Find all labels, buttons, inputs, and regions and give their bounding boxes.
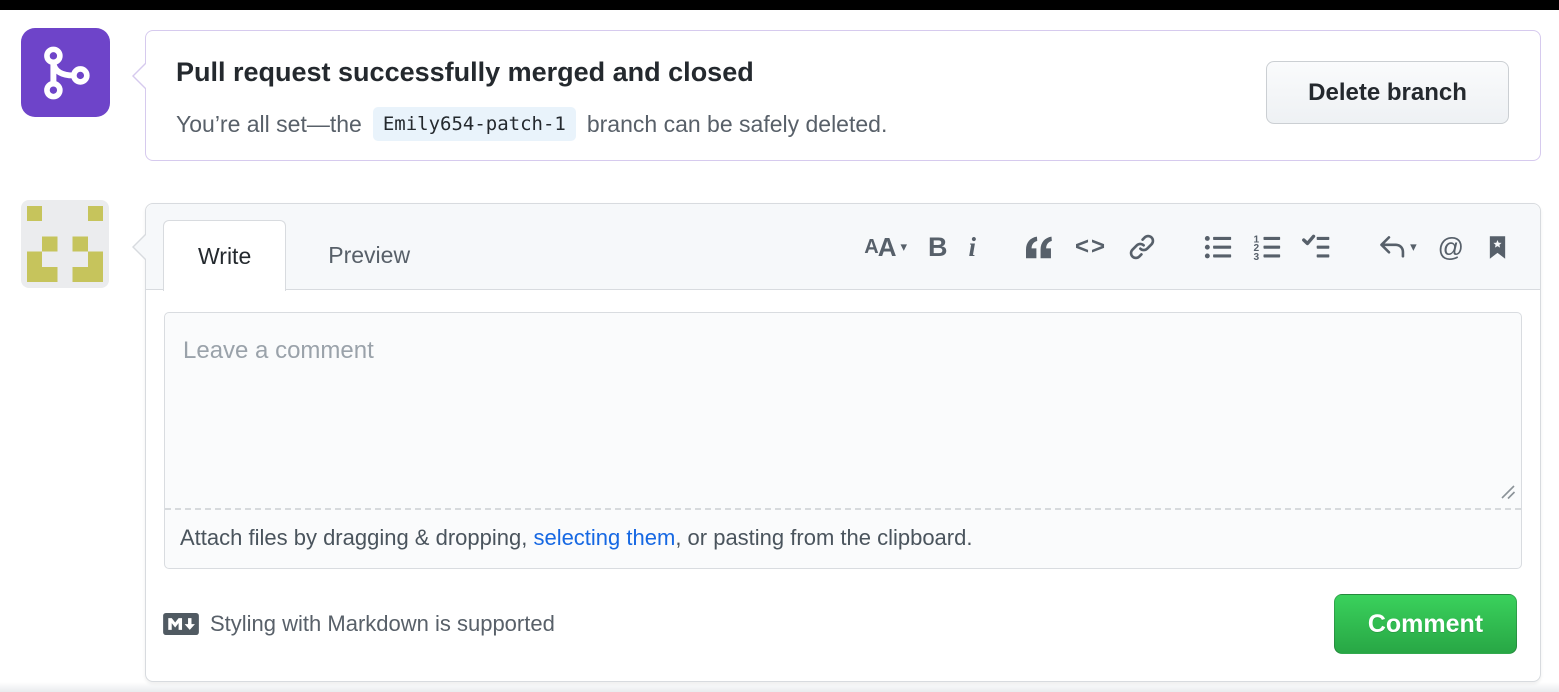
ordered-list-icon: 1 2 3 <box>1254 234 1281 261</box>
comment-input-box: Leave a comment Attach files by dragging… <box>164 312 1522 569</box>
comment-form-caret <box>132 233 146 261</box>
toolbar-group-lists: 1 2 3 <box>1204 229 1330 265</box>
svg-text:2: 2 <box>1254 243 1260 254</box>
task-list-button[interactable] <box>1302 229 1330 265</box>
attach-text-before: Attach files by dragging & dropping, <box>180 525 534 550</box>
banner-title: Pull request successfully merged and clo… <box>176 57 754 87</box>
page-bottom-fade <box>0 682 1559 692</box>
markdown-icon <box>163 613 199 635</box>
attach-files-bar: Attach files by dragging & dropping, sel… <box>165 508 1521 566</box>
quote-button[interactable] <box>1024 229 1054 265</box>
attach-text-after: , or pasting from the clipboard. <box>675 525 973 550</box>
delete-branch-button[interactable]: Delete branch <box>1266 61 1509 124</box>
ordered-list-button[interactable]: 1 2 3 <box>1253 229 1281 265</box>
cross-reference-button[interactable] <box>1485 229 1510 265</box>
toolbar-group-extras: ▾ @ <box>1378 229 1510 265</box>
editor-tabs: Write Preview <box>163 220 452 291</box>
resize-grip-icon <box>1501 485 1516 500</box>
tab-write[interactable]: Write <box>163 220 287 291</box>
comment-form-footer: Styling with Markdown is supported Comme… <box>146 567 1540 681</box>
chevron-down-icon: ▾ <box>900 239 908 254</box>
task-list-icon <box>1302 234 1330 258</box>
chevron-down-icon: ▾ <box>1410 239 1417 254</box>
svg-text:3: 3 <box>1254 252 1260 261</box>
unordered-list-icon <box>1204 235 1232 259</box>
git-merge-icon <box>21 28 110 117</box>
italic-button[interactable]: i <box>969 229 977 265</box>
comment-form-body: Leave a comment Attach files by dragging… <box>146 290 1540 569</box>
banner-subtitle: You’re all set—the Emily654-patch-1 bran… <box>176 107 887 141</box>
branch-name-chip: Emily654-patch-1 <box>372 107 576 141</box>
unordered-list-button[interactable] <box>1204 229 1232 265</box>
toolbar-group-insert: <> <box>1024 229 1156 265</box>
tab-preview[interactable]: Preview <box>328 242 411 268</box>
select-files-link[interactable]: selecting them <box>533 525 676 550</box>
link-icon <box>1129 234 1155 260</box>
mention-button[interactable]: @ <box>1438 229 1464 265</box>
markdown-supported-note[interactable]: Styling with Markdown is supported <box>163 611 555 637</box>
svg-text:1: 1 <box>1254 234 1260 245</box>
text-size-icon: A <box>864 235 878 258</box>
quote-icon <box>1026 236 1052 259</box>
comment-textarea[interactable]: Leave a comment <box>183 337 374 364</box>
merged-banner: Pull request successfully merged and clo… <box>132 30 1541 161</box>
identicon-avatar[interactable] <box>21 200 109 288</box>
saved-reply-button[interactable]: ▾ <box>1378 229 1417 265</box>
reply-arrow-icon <box>1380 236 1405 258</box>
browser-top-bar <box>0 0 1559 10</box>
identicon-pattern <box>27 206 103 282</box>
text-size-icon-2: A <box>877 231 897 262</box>
resize-handle[interactable] <box>1499 483 1516 505</box>
link-button[interactable] <box>1128 229 1156 265</box>
markdown-note-text: Styling with Markdown is supported <box>210 611 555 636</box>
comment-submit-button[interactable]: Comment <box>1334 594 1517 654</box>
bookmark-star-icon <box>1489 235 1506 259</box>
code-button[interactable]: <> <box>1075 229 1107 265</box>
banner-caret <box>132 62 146 90</box>
banner-message-before: You’re all set—the <box>176 110 362 137</box>
bold-button[interactable]: B <box>928 229 948 265</box>
banner-message-after: branch can be safely deleted. <box>586 110 888 137</box>
git-merge-glyph <box>43 46 90 99</box>
